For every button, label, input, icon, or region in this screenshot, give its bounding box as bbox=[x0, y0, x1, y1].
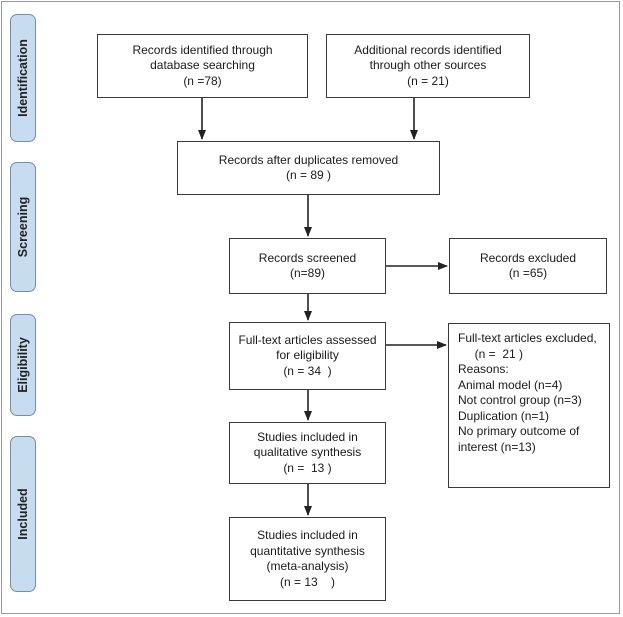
box-qualitative-synthesis: Studies included in qualitative synthesi… bbox=[229, 422, 386, 484]
screened-count: (n=89) bbox=[289, 266, 325, 280]
reason-duplication: Duplication (n=1) bbox=[458, 408, 550, 423]
box-fulltext-excluded: Full-text articles excluded, (n = 21 ) R… bbox=[448, 323, 610, 488]
box-duplicates-removed: Records after duplicates removed (n = 89… bbox=[177, 141, 440, 195]
box-records-excluded: Records excluded (n =65) bbox=[449, 238, 607, 294]
stage-screening: Screening bbox=[10, 162, 36, 292]
duplicates-line-1: Records after duplicates removed bbox=[218, 152, 399, 167]
reason-animal-model: Animal model (n=4) bbox=[458, 377, 563, 392]
other-sources-line-1: Additional records identified bbox=[354, 42, 502, 57]
other-sources-count: (n = 21) bbox=[407, 73, 449, 88]
excluded-line-1: Records excluded bbox=[479, 250, 577, 265]
fulltext-excluded-line-1: Full-text articles excluded, bbox=[458, 331, 597, 345]
quantitative-line-2: quantitative synthesis bbox=[250, 543, 365, 558]
stage-included: Included bbox=[10, 436, 36, 592]
stage-eligibility: Eligibility bbox=[10, 314, 36, 416]
database-line-1: Records identified through bbox=[132, 42, 273, 57]
database-line-2: database searching bbox=[150, 58, 255, 73]
box-fulltext-assessed: Full-text articles assessed for eligibil… bbox=[229, 322, 386, 390]
fulltext-assessed-line-1: Full-text articles assessed bbox=[238, 332, 377, 347]
fulltext-excluded-count: (n = 21 ) bbox=[458, 346, 524, 361]
box-database-searching: Records identified through database sear… bbox=[97, 34, 308, 98]
duplicates-count: (n = 89 ) bbox=[285, 168, 331, 182]
box-quantitative-synthesis: Studies included in quantitative synthes… bbox=[229, 517, 386, 601]
quantitative-line-3: (meta-analysis) bbox=[266, 559, 349, 573]
quantitative-line-1: Studies included in bbox=[257, 528, 358, 542]
fulltext-assessed-count: (n = 34 ) bbox=[283, 363, 332, 378]
qualitative-line-2: qualitative synthesis bbox=[253, 445, 362, 460]
fulltext-assessed-line-2: for eligibility bbox=[276, 348, 339, 363]
stage-identification: Identification bbox=[10, 14, 36, 142]
screened-line-1: Records screened bbox=[258, 250, 357, 265]
quantitative-count: (n = 13 ) bbox=[279, 574, 335, 589]
qualitative-count: (n = 13 ) bbox=[283, 460, 332, 475]
database-count: (n =78) bbox=[183, 73, 222, 88]
reason-not-control-group: Not control group (n=3) bbox=[458, 393, 582, 407]
reason-no-primary-outcome-count: interest (n=13) bbox=[458, 439, 536, 454]
qualitative-line-1: Studies included in bbox=[257, 429, 358, 444]
other-sources-line-2: through other sources bbox=[369, 58, 487, 73]
box-other-sources: Additional records identified through ot… bbox=[326, 34, 530, 98]
box-records-screened: Records screened (n=89) bbox=[229, 238, 386, 294]
reason-no-primary-outcome: No primary outcome of bbox=[458, 424, 580, 438]
reasons-heading: Reasons: bbox=[458, 362, 509, 376]
excluded-count: (n =65) bbox=[508, 266, 548, 280]
